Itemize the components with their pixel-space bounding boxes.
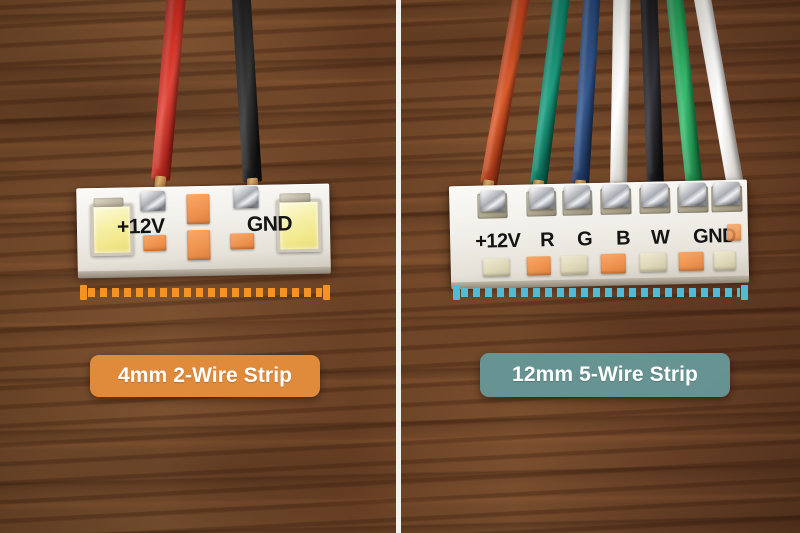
- ruler-dashes: [461, 288, 740, 297]
- wire-highlight: [613, 0, 621, 175]
- led-strip-5wire: +12V R G B W GND: [448, 179, 750, 290]
- led-pad-right: [279, 192, 311, 203]
- wire-highlight: [643, 0, 654, 175]
- component-3: [560, 255, 588, 275]
- silkscreen-ground: GND: [246, 212, 293, 237]
- led-pad-left: [93, 197, 124, 208]
- width-ruler-12mm: [453, 285, 748, 300]
- ruler-cap-left: [453, 285, 460, 300]
- panel-divider: [396, 0, 401, 533]
- solder-joint-3: [563, 185, 591, 209]
- wire-b-right: [610, 0, 631, 200]
- solder-joint-ground: [233, 185, 259, 209]
- resistor-center-bottom: [187, 229, 211, 261]
- solder-joint-6: [678, 182, 707, 207]
- component-4: [600, 253, 626, 274]
- ruler-cap-left: [80, 285, 87, 300]
- solder-joint-positive: [140, 190, 166, 212]
- silkscreen-g: G: [576, 228, 593, 251]
- resistor-center-top: [186, 193, 210, 225]
- ruler-cap-right: [323, 285, 330, 300]
- component-6: [678, 251, 704, 272]
- width-ruler-4mm: [80, 285, 330, 300]
- silkscreen-positive: +12V: [116, 214, 165, 239]
- solder-joint-2: [528, 187, 555, 210]
- component-side: [726, 223, 742, 242]
- ruler-dashes: [88, 288, 322, 297]
- badge-4mm-2wire: 4mm 2-Wire Strip: [90, 355, 320, 397]
- led-strip-2wire: +12V GND: [76, 183, 331, 279]
- badge-label: 4mm 2-Wire Strip: [117, 364, 293, 387]
- badge-12mm-5wire: 12mm 5-Wire Strip: [480, 353, 730, 397]
- component-1: [482, 258, 510, 277]
- component-7: [713, 250, 736, 271]
- silkscreen-w: W: [650, 226, 670, 249]
- silkscreen-r: R: [539, 229, 555, 252]
- badge-label: 12mm 5-Wire Strip: [512, 363, 698, 386]
- solder-joint-1: [480, 190, 506, 212]
- silkscreen-12v: +12V: [474, 229, 521, 253]
- solder-joint-4: [601, 184, 630, 208]
- silkscreen-b: B: [615, 227, 631, 250]
- component-2: [526, 256, 551, 276]
- component-5: [639, 252, 667, 273]
- solder-joint-5: [640, 183, 669, 208]
- solder-joint-7: [712, 181, 741, 206]
- ruler-cap-right: [741, 285, 748, 300]
